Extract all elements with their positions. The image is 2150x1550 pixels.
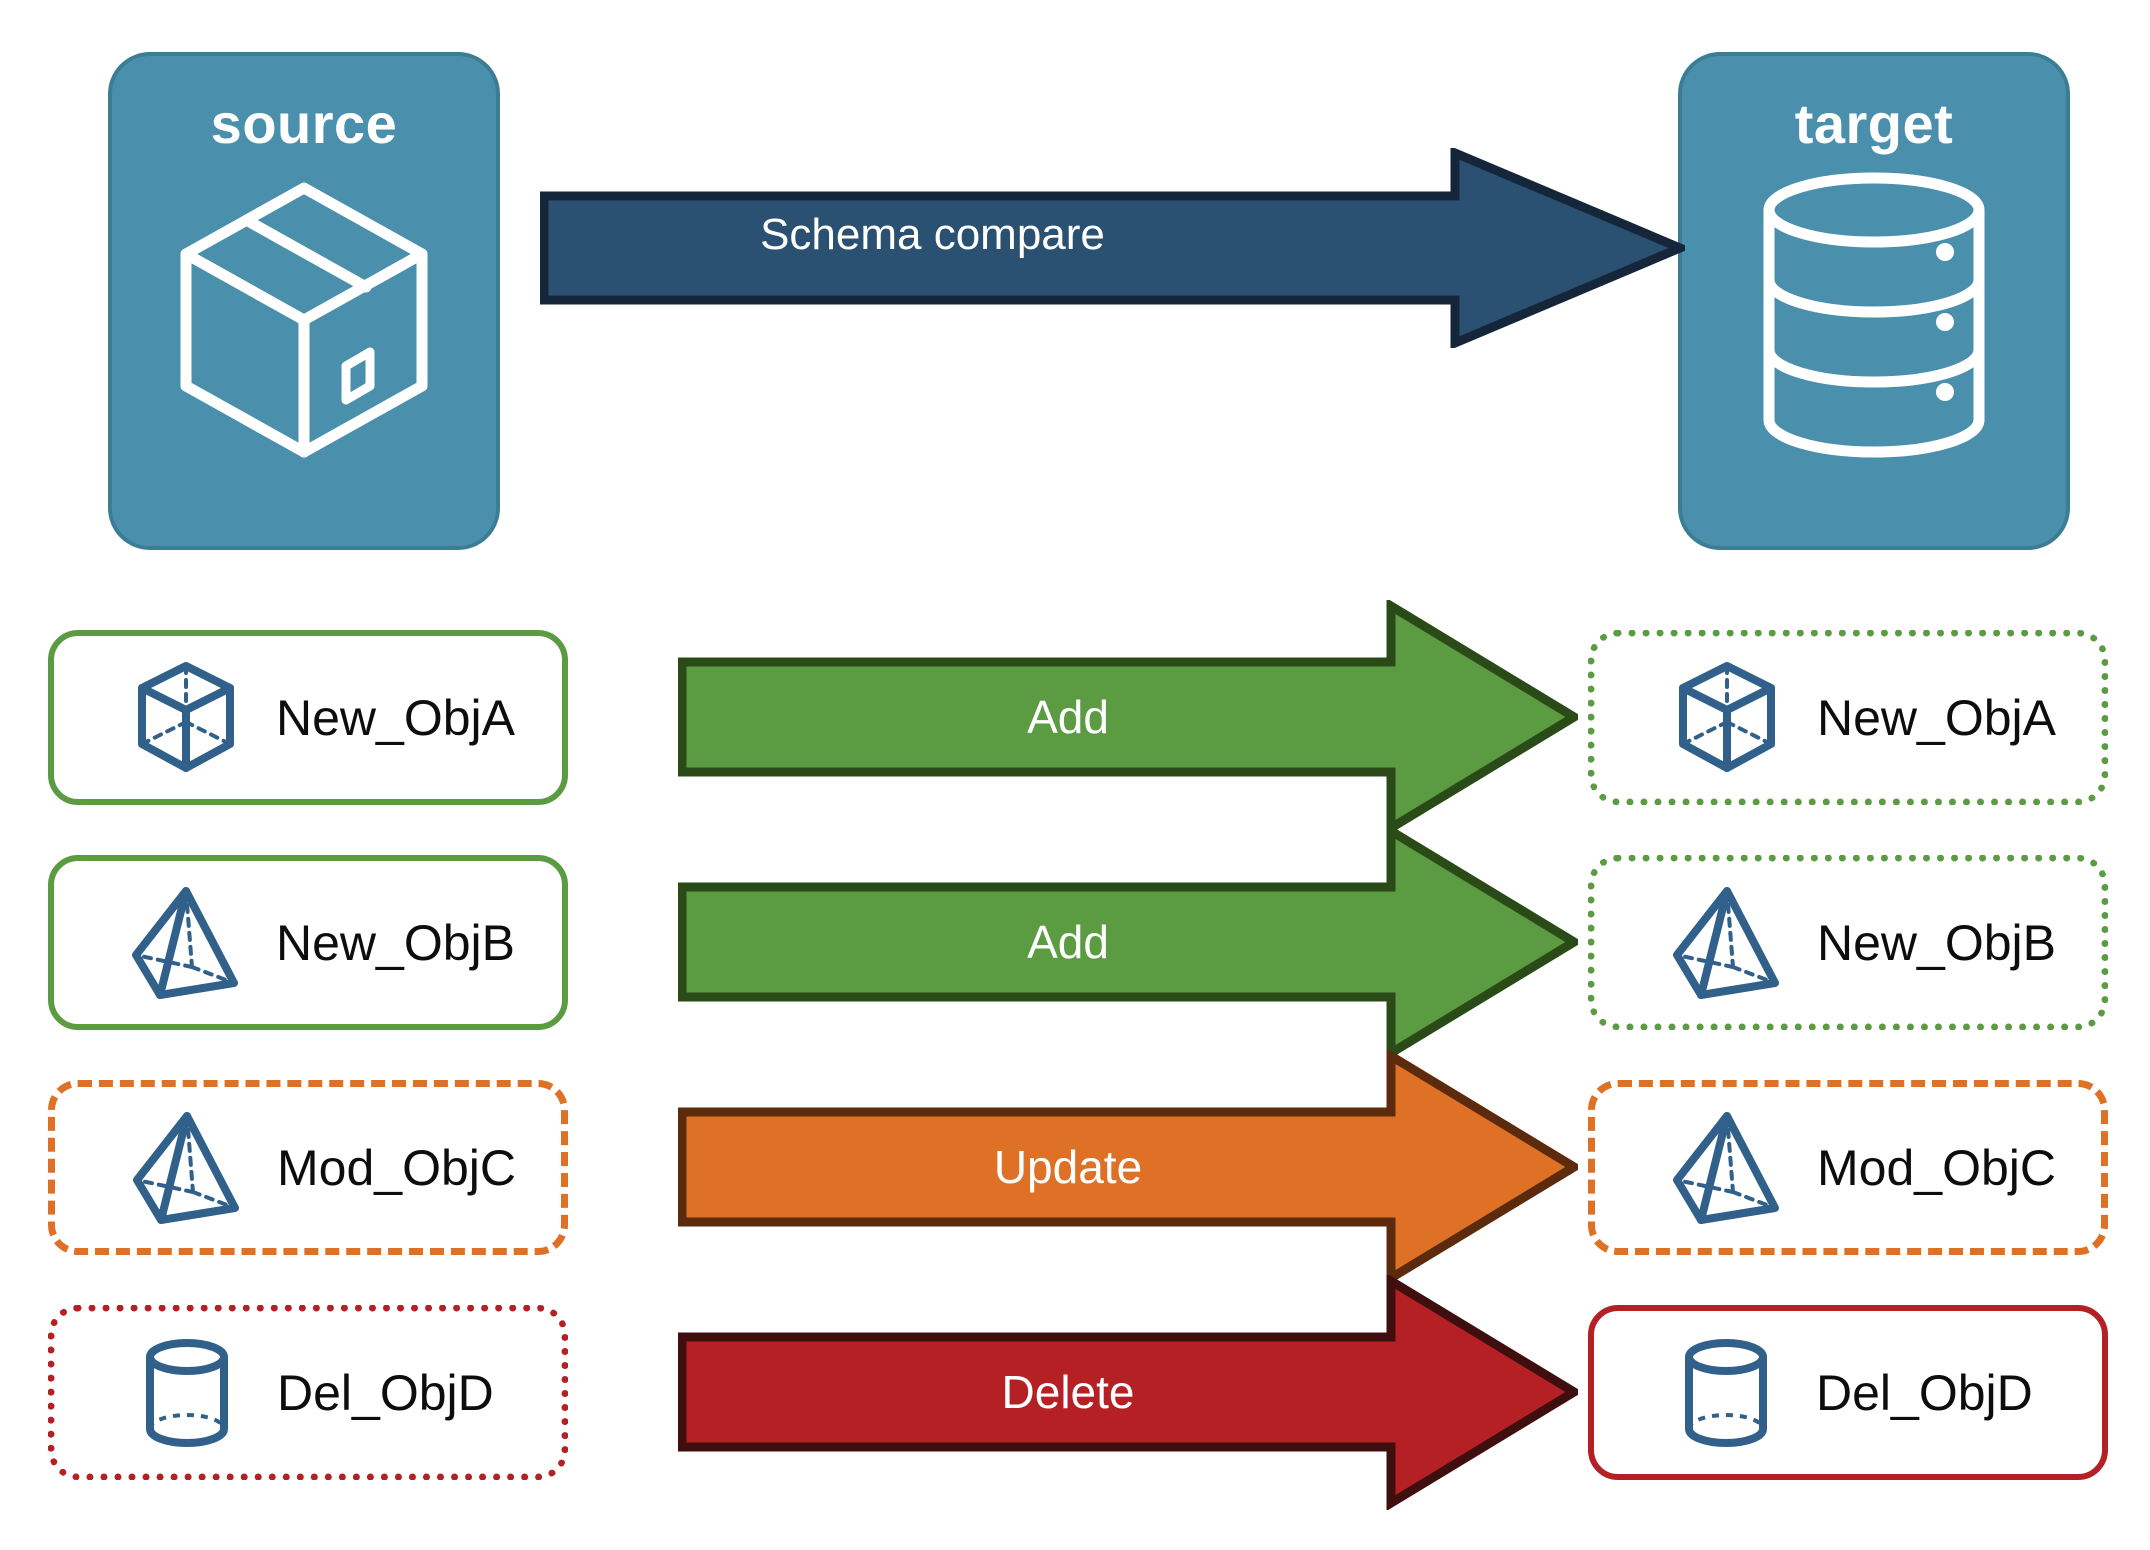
target-title: target	[1794, 92, 1954, 155]
action-label-1: Add	[1027, 691, 1109, 743]
source-object-box-3[interactable]: Mod_ObjC	[48, 1080, 568, 1255]
target-object-box-1[interactable]: New_ObjA	[1588, 630, 2108, 805]
action-label-3: Update	[994, 1141, 1142, 1193]
wireframe-pyramid-icon	[1667, 1108, 1787, 1228]
target-object-box-4[interactable]: Del_ObjD	[1588, 1305, 2108, 1480]
action-label-2: Add	[1027, 916, 1109, 968]
wireframe-cylinder-icon	[127, 1333, 247, 1453]
database-cylinder-icon	[1749, 170, 1999, 475]
source-object-box-4[interactable]: Del_ObjD	[48, 1305, 568, 1480]
source-object-box-2[interactable]: New_ObjB	[48, 855, 568, 1030]
schema-compare-arrow: Schema compare	[539, 146, 1692, 350]
target-object-label-3: Mod_ObjC	[1817, 1139, 2056, 1196]
target-object-label-4: Del_ObjD	[1816, 1364, 2033, 1421]
wireframe-pyramid-icon	[1667, 883, 1787, 1003]
source-panel: source	[108, 52, 500, 550]
source-object-label-1: New_ObjA	[276, 689, 515, 746]
action-arrow-3: Update	[677, 1048, 1583, 1290]
source-object-label-3: Mod_ObjC	[277, 1139, 516, 1196]
source-object-label-2: New_ObjB	[276, 914, 515, 971]
wireframe-pyramid-icon	[127, 1108, 247, 1228]
wireframe-pyramid-icon	[126, 883, 246, 1003]
target-object-box-3[interactable]: Mod_ObjC	[1588, 1080, 2108, 1255]
action-arrow-2: Add	[677, 823, 1583, 1065]
target-object-box-2[interactable]: New_ObjB	[1588, 855, 2108, 1030]
source-title: source	[210, 92, 398, 155]
source-object-box-1[interactable]: New_ObjA	[48, 630, 568, 805]
action-label-4: Delete	[1002, 1366, 1135, 1418]
action-arrow-4: Delete	[677, 1273, 1583, 1515]
target-object-label-2: New_ObjB	[1817, 914, 2056, 971]
action-arrow-1: Add	[677, 598, 1583, 840]
target-panel: target	[1678, 52, 2070, 550]
target-object-label-1: New_ObjA	[1817, 689, 2056, 746]
package-cube-icon	[174, 170, 434, 475]
wireframe-cube-icon	[126, 658, 246, 778]
source-object-label-4: Del_ObjD	[277, 1364, 494, 1421]
wireframe-cube-icon	[1667, 658, 1787, 778]
wireframe-cylinder-icon	[1666, 1333, 1786, 1453]
